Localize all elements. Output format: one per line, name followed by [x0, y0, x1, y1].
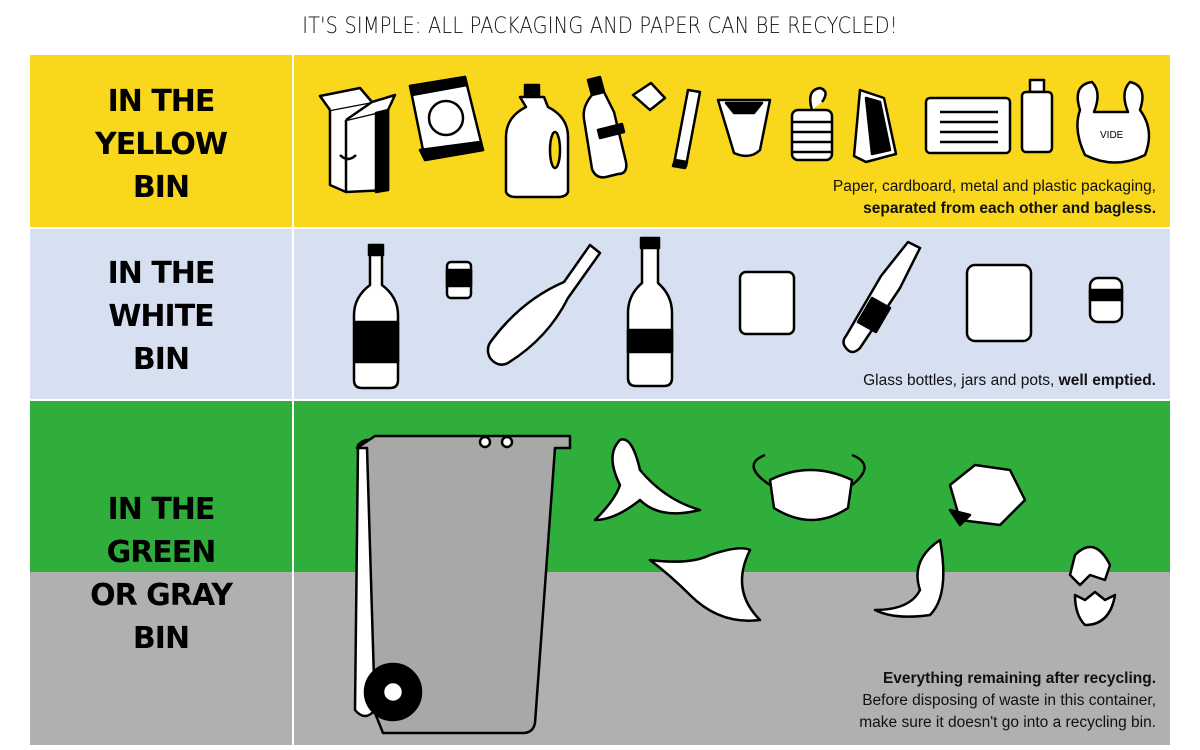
- description-text: make sure it doesn't go into a recycling…: [859, 714, 1156, 731]
- plastic-bag-icon: VIDE: [1076, 80, 1151, 164]
- face-mask-icon: [752, 453, 866, 522]
- juice-carton-icon: [1020, 78, 1054, 154]
- crumpled-paper-icon: [948, 463, 1027, 527]
- description-bold: well emptied.: [1058, 372, 1156, 389]
- tissue-icon: [648, 547, 762, 622]
- tilted-bottle-icon: [486, 243, 602, 366]
- label-line: WHITE: [108, 299, 214, 334]
- glass-bottle-icon: [626, 236, 674, 388]
- description-text: Glass bottles, jars and pots,: [863, 372, 1059, 389]
- label-line: BIN: [132, 170, 190, 205]
- small-carton-icon: [631, 81, 667, 112]
- wheelie-bin-icon: [353, 434, 572, 735]
- small-pot-icon: [445, 260, 473, 300]
- label-line: OR GRAY: [90, 578, 233, 613]
- page-title: IT'S SIMPLE: ALL PACKAGING AND PAPER CAN…: [302, 14, 898, 39]
- newspaper-icon: [924, 96, 1012, 155]
- green-gray-bin-label: IN THE GREEN OR GRAY BIN: [30, 488, 292, 660]
- description-text: Before disposing of waste in this contai…: [862, 692, 1156, 709]
- description-bold: Everything remaining after recycling.: [882, 670, 1156, 687]
- tube-icon: [671, 88, 702, 170]
- label-line: BIN: [132, 621, 190, 656]
- description-bold: separated from each other and bagless.: [863, 200, 1156, 217]
- baby-food-jar-icon: [1088, 276, 1124, 324]
- tin-can-icon: [790, 86, 834, 162]
- white-bin-label: IN THE WHITE BIN: [30, 252, 292, 381]
- white-bin-description: Glass bottles, jars and pots, well empti…: [863, 370, 1156, 392]
- banana-peel-icon: [593, 438, 702, 522]
- label-line: IN THE: [107, 256, 216, 291]
- plastic-bottle-icon: [582, 75, 628, 179]
- label-line: IN THE: [107, 84, 216, 119]
- label-line: BIN: [132, 342, 190, 377]
- row-divider: [30, 227, 1170, 229]
- yellow-bin-label: IN THE YELLOW BIN: [30, 80, 292, 209]
- beer-bottle-icon: [842, 240, 922, 354]
- eggshell-icon: [1068, 545, 1117, 627]
- description-text: Paper, cardboard, metal and plastic pack…: [832, 178, 1156, 195]
- wine-bottle-icon: [352, 243, 400, 390]
- yellow-bin-description: Paper, cardboard, metal and plastic pack…: [833, 176, 1156, 220]
- large-jar-icon: [965, 263, 1033, 343]
- gray-bin-row: [30, 572, 1170, 745]
- yogurt-pot-icon: [716, 98, 772, 158]
- gray-bin-description: Everything remaining after recycling. Be…: [859, 668, 1156, 734]
- row-divider: [30, 399, 1170, 401]
- jar-icon: [738, 270, 796, 336]
- detergent-bottle-icon: [504, 83, 570, 199]
- food-tray-icon: [852, 88, 898, 164]
- chips-bag-icon: [408, 75, 485, 162]
- label-line: YELLOW: [95, 127, 228, 162]
- cardboard-box-icon: [318, 86, 397, 194]
- apple-core-icon: [873, 538, 945, 618]
- label-line: GREEN: [106, 535, 217, 570]
- bag-text: VIDE: [1100, 130, 1124, 141]
- label-line: IN THE: [107, 492, 216, 527]
